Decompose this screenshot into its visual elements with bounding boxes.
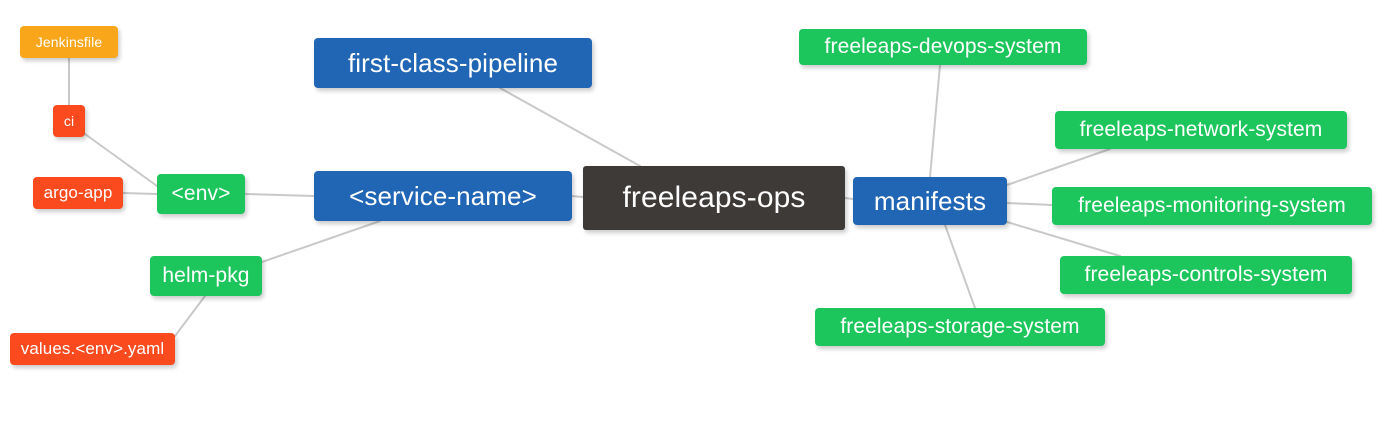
mindmap-node-label: first-class-pipeline [347,47,559,78]
mindmap-node-monitoring[interactable]: freeleaps-monitoring-system [1052,187,1372,225]
edge-argo-app-to-env [122,192,158,195]
edge-helm-pkg-to-service-name [261,220,381,263]
mindmap-node-storage[interactable]: freeleaps-storage-system [815,308,1105,346]
mindmap-node-label: <service-name> [349,180,537,211]
mindmap-node-label: freeleaps-monitoring-system [1078,194,1346,217]
mindmap-node-label: freeleaps-controls-system [1084,263,1328,286]
mindmap-node-label: manifests [873,185,987,216]
mindmap-node-network[interactable]: freeleaps-network-system [1055,111,1347,149]
mindmap-node-freeleaps-ops[interactable]: freeleaps-ops [583,166,845,230]
mindmap-node-service-name[interactable]: <service-name> [314,171,572,221]
mindmap-node-values-yaml[interactable]: values.<env>.yaml [10,333,175,365]
mindmap-node-argo-app[interactable]: argo-app [33,177,123,209]
edge-service-name-to-freeleaps-ops [571,195,584,198]
mindmap-node-ci[interactable]: ci [53,105,85,137]
mindmap-node-label: values.<env>.yaml [20,339,165,358]
edge-manifests-to-controls [1006,221,1121,257]
edge-manifests-to-devops [929,64,941,178]
mindmap-node-manifests[interactable]: manifests [853,177,1007,225]
edge-manifests-to-monitoring [1006,202,1053,206]
mindmap-node-label: freeleaps-devops-system [824,35,1062,58]
mindmap-node-label: freeleaps-storage-system [840,315,1080,338]
edge-pipeline-to-freeleaps-ops [499,87,641,167]
edge-values-yaml-to-helm-pkg [174,295,206,337]
mindmap-node-devops[interactable]: freeleaps-devops-system [799,29,1087,65]
edge-freeleaps-ops-to-manifests [844,197,854,200]
mindmap-node-pipeline[interactable]: first-class-pipeline [314,38,592,88]
mindmap-node-env[interactable]: <env> [157,174,245,214]
mindmap-node-label: Jenkinsfile [35,34,103,50]
mindmap-node-label: freeleaps-ops [622,181,806,214]
mindmap-node-label: <env> [171,182,231,205]
mindmap-node-helm-pkg[interactable]: helm-pkg [150,256,262,296]
edge-env-to-service-name [244,193,315,197]
edge-manifests-to-network [1006,148,1111,186]
mindmap-node-jenkinsfile[interactable]: Jenkinsfile [20,26,118,58]
mindmap-node-label: freeleaps-network-system [1079,118,1323,141]
edge-manifests-to-storage [944,224,976,309]
mindmap-node-label: ci [63,113,75,129]
mindmap-node-label: helm-pkg [162,264,250,287]
mindmap-node-label: argo-app [43,183,113,202]
mindmap-node-controls[interactable]: freeleaps-controls-system [1060,256,1352,294]
